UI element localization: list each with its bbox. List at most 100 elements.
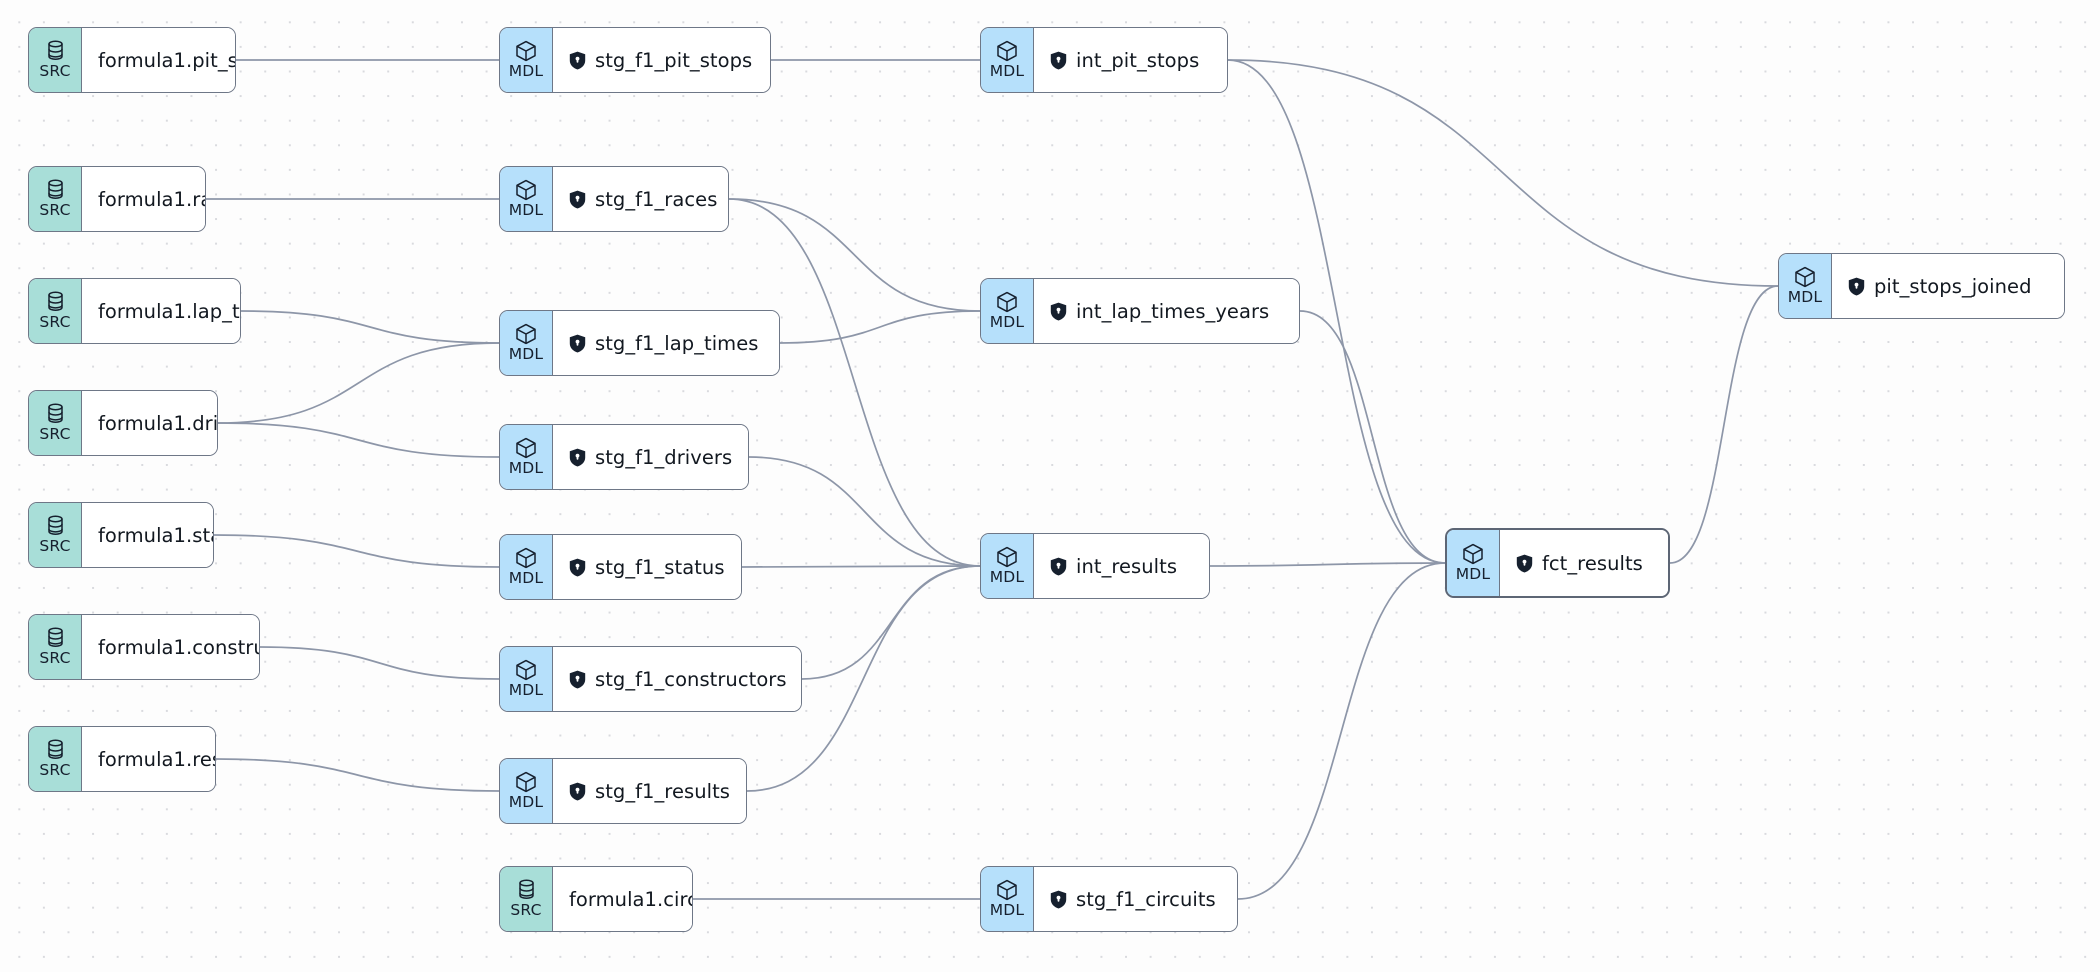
- graph-node-int_results[interactable]: MDL int_results: [980, 533, 1210, 599]
- node-label: stg_f1_races: [595, 187, 718, 211]
- graph-node-stg_results[interactable]: MDL stg_f1_results: [499, 758, 747, 824]
- node-body: stg_f1_lap_times: [553, 311, 779, 375]
- cube-icon: [515, 771, 537, 793]
- node-label: stg_f1_results: [595, 779, 730, 803]
- node-label: fct_results: [1542, 551, 1643, 575]
- model-kind-badge: MDL: [500, 647, 553, 711]
- node-label: formula1.drivers: [98, 411, 218, 435]
- database-icon: [517, 879, 536, 901]
- node-body: formula1.results: [82, 727, 215, 791]
- graph-edge-stg_drivers-to-int_results: [748, 456, 981, 567]
- model-kind-badge: MDL: [500, 535, 553, 599]
- node-body: formula1.constructors: [82, 615, 259, 679]
- node-kind-label: MDL: [1455, 565, 1491, 584]
- model-kind-badge: MDL: [500, 167, 553, 231]
- node-label: pit_stops_joined: [1874, 274, 2032, 298]
- graph-node-src_pit_stops[interactable]: SRC formula1.pit_stops: [28, 27, 236, 93]
- node-label: formula1.races: [98, 187, 205, 211]
- graph-node-src_races[interactable]: SRC formula1.races: [28, 166, 206, 232]
- node-kind-label: MDL: [508, 793, 544, 812]
- node-body: stg_f1_circuits: [1034, 867, 1237, 931]
- graph-edge-int_results-to-fct_results: [1209, 562, 1446, 567]
- node-label: stg_f1_pit_stops: [595, 48, 753, 72]
- cube-icon: [996, 291, 1018, 313]
- node-body: int_results: [1034, 534, 1209, 598]
- graph-edge-int_pit_stops-to-pit_stops_joined: [1227, 59, 1779, 287]
- node-kind-label: SRC: [39, 313, 71, 332]
- graph-edge-src_status-to-stg_status: [213, 534, 500, 568]
- graph-node-stg_pit_stops[interactable]: MDL stg_f1_pit_stops: [499, 27, 771, 93]
- cube-icon: [1794, 266, 1816, 288]
- node-label: formula1.lap_times: [98, 299, 240, 323]
- node-body: stg_f1_drivers: [553, 425, 748, 489]
- node-kind-label: MDL: [508, 201, 544, 220]
- graph-node-stg_races[interactable]: MDL stg_f1_races: [499, 166, 729, 232]
- model-kind-badge: MDL: [1779, 254, 1832, 318]
- node-body: stg_f1_races: [553, 167, 728, 231]
- shield-icon: [569, 558, 586, 577]
- node-label: int_results: [1076, 554, 1178, 578]
- node-label: int_pit_stops: [1076, 48, 1200, 72]
- graph-edge-stg_status-to-int_results: [741, 565, 981, 568]
- cube-icon: [996, 546, 1018, 568]
- shield-icon: [569, 190, 586, 209]
- node-body: stg_f1_results: [553, 759, 746, 823]
- source-kind-badge: SRC: [29, 28, 82, 92]
- node-label: formula1.pit_stops: [98, 48, 235, 72]
- cube-icon: [515, 323, 537, 345]
- model-kind-badge: MDL: [981, 867, 1034, 931]
- graph-edge-src_results-to-stg_results: [215, 758, 500, 792]
- graph-node-fct_results[interactable]: MDL fct_results: [1445, 528, 1670, 598]
- graph-node-pit_stops_joined[interactable]: MDL pit_stops_joined: [1778, 253, 2065, 319]
- graph-edge-stg_races-to-int_lap_times_years: [728, 198, 981, 312]
- node-body: stg_f1_pit_stops: [553, 28, 770, 92]
- source-kind-badge: SRC: [29, 615, 82, 679]
- graph-node-src_status[interactable]: SRC formula1.status: [28, 502, 214, 568]
- node-label: stg_f1_status: [595, 555, 725, 579]
- graph-node-int_lap_times_years[interactable]: MDL int_lap_times_years: [980, 278, 1300, 344]
- graph-node-src_lap_times[interactable]: SRC formula1.lap_times: [28, 278, 241, 344]
- node-kind-label: MDL: [508, 62, 544, 81]
- node-label: formula1.status: [98, 523, 213, 547]
- model-kind-badge: MDL: [1447, 530, 1500, 596]
- node-body: stg_f1_constructors: [553, 647, 801, 711]
- node-kind-label: MDL: [508, 569, 544, 588]
- cube-icon: [515, 547, 537, 569]
- cube-icon: [996, 879, 1018, 901]
- node-body: formula1.drivers: [82, 391, 218, 455]
- model-kind-badge: MDL: [500, 425, 553, 489]
- database-icon: [46, 179, 65, 201]
- graph-edge-int_lap_times_years-to-fct_results: [1299, 310, 1446, 564]
- shield-icon: [569, 51, 586, 70]
- model-kind-badge: MDL: [981, 534, 1034, 598]
- graph-edge-src_drivers-to-stg_drivers: [217, 422, 500, 458]
- database-icon: [46, 40, 65, 62]
- node-label: int_lap_times_years: [1076, 299, 1270, 323]
- graph-node-stg_status[interactable]: MDL stg_f1_status: [499, 534, 742, 600]
- node-body: formula1.status: [82, 503, 213, 567]
- source-kind-badge: SRC: [29, 503, 82, 567]
- node-kind-label: SRC: [39, 201, 71, 220]
- source-kind-badge: SRC: [500, 867, 553, 931]
- graph-edge-src_lap_times-to-stg_lap_times: [240, 310, 500, 344]
- node-kind-label: MDL: [1787, 288, 1823, 307]
- model-kind-badge: MDL: [981, 279, 1034, 343]
- graph-edge-stg_constructors-to-int_results: [801, 565, 981, 680]
- database-icon: [46, 739, 65, 761]
- model-kind-badge: MDL: [500, 28, 553, 92]
- shield-icon: [1516, 554, 1533, 573]
- shield-icon: [1848, 277, 1865, 296]
- node-kind-label: SRC: [39, 62, 71, 81]
- node-body: formula1.pit_stops: [82, 28, 235, 92]
